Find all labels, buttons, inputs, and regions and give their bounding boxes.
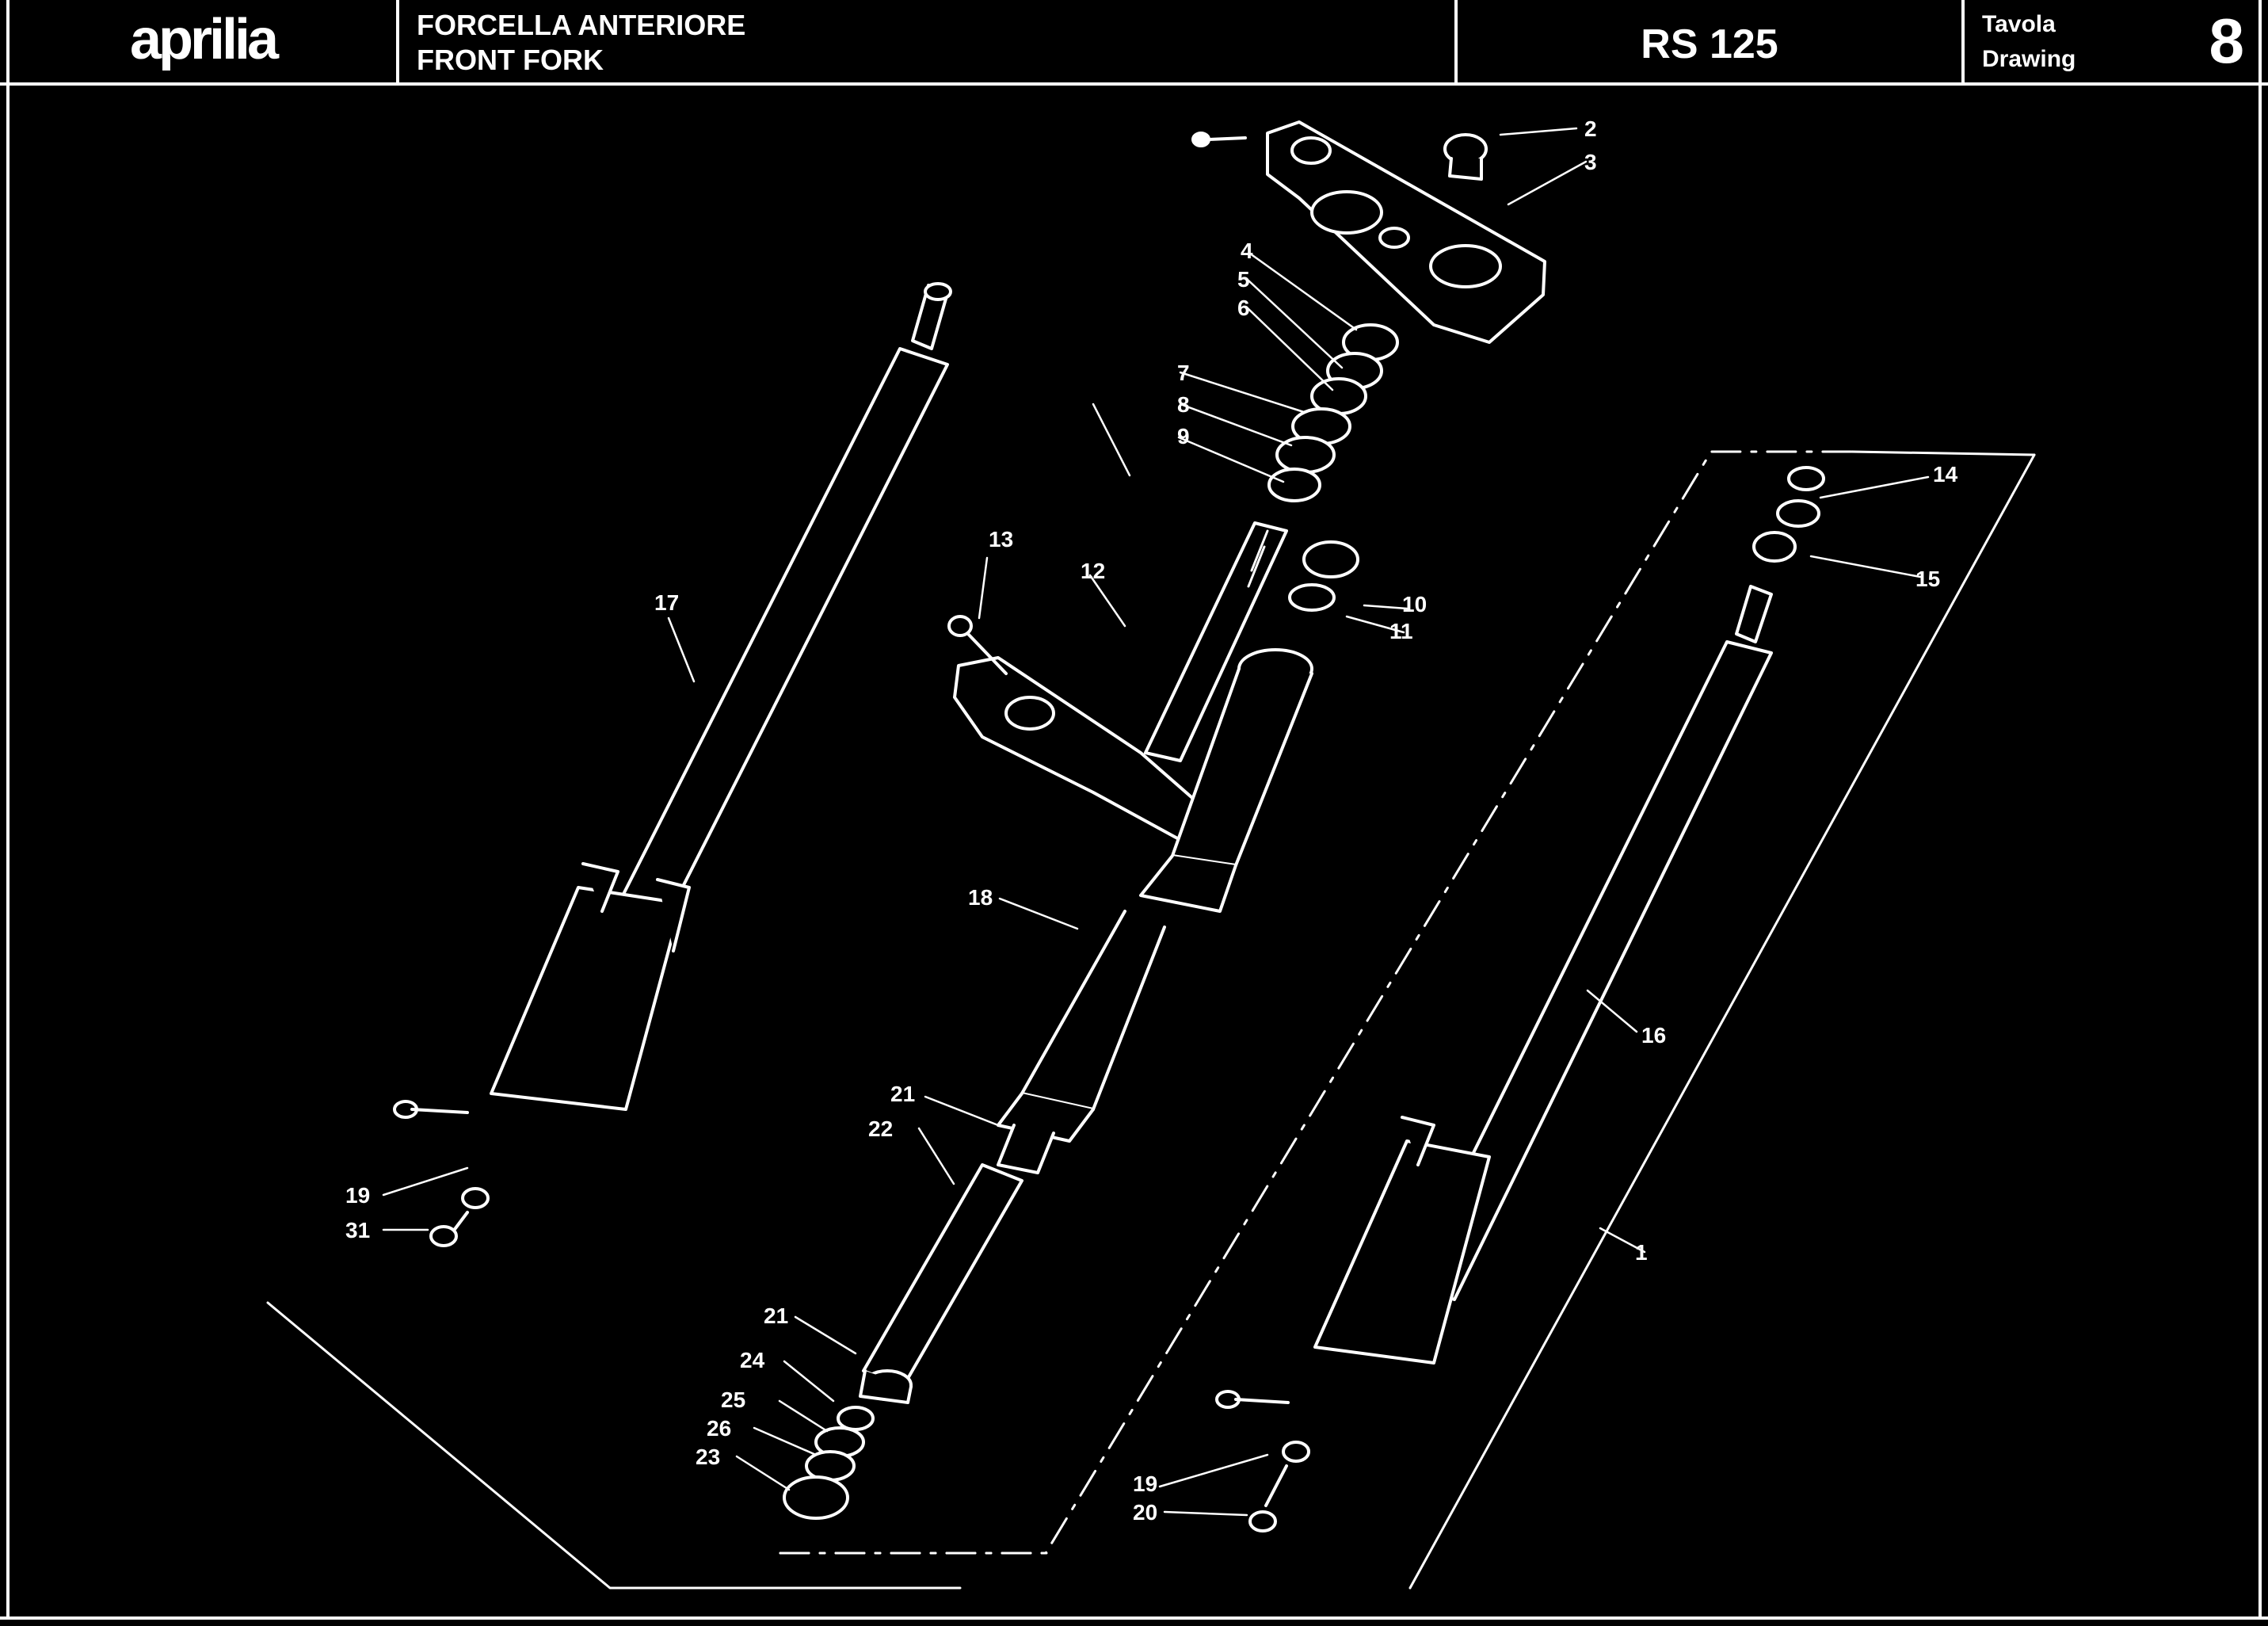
callout-4: 4 — [1241, 239, 1253, 263]
callout-12: 12 — [1081, 559, 1105, 583]
callout-20: 20 — [1133, 1500, 1157, 1525]
callout-5: 5 — [1237, 267, 1250, 292]
drawing-number: 8 — [2209, 6, 2245, 76]
title-italian: FORCELLA ANTERIORE — [417, 9, 746, 41]
callout-13: 13 — [989, 527, 1013, 552]
frame-bottom-border — [0, 1616, 2268, 1620]
damper-rod — [859, 1163, 1023, 1404]
leader-lines — [382, 127, 1930, 1517]
callout-26: 26 — [707, 1416, 731, 1441]
callout-8: 8 — [1177, 392, 1190, 417]
callout-7: 7 — [1177, 361, 1190, 385]
callout-24: 24 — [740, 1348, 765, 1372]
callout-17: 17 — [654, 590, 679, 615]
callout-11: 11 — [1389, 619, 1413, 643]
callout-6: 6 — [1237, 296, 1250, 320]
callout-21-upper: 21 — [890, 1082, 915, 1106]
callout-9: 9 — [1177, 424, 1190, 448]
callout-22: 22 — [868, 1116, 893, 1141]
frame-left-border — [6, 82, 10, 1620]
assembly-outline-right — [779, 450, 2036, 1590]
brand-cell: aprilia — [6, 0, 399, 82]
fork-cap-part — [1752, 466, 1825, 563]
center-fork-tube — [997, 648, 1313, 1174]
callout-31: 31 — [345, 1218, 370, 1242]
callout-2: 2 — [1584, 116, 1597, 141]
bearing-stack — [1267, 323, 1399, 502]
bolt-part — [1191, 132, 1247, 147]
callout-3: 3 — [1584, 150, 1597, 174]
upper-triple-clamp — [1266, 120, 1546, 344]
title-english: FRONT FORK — [417, 44, 604, 76]
callout-labels: 2 3 4 5 6 7 8 9 10 11 12 13 14 15 16 17 … — [345, 116, 1958, 1525]
damper-washers — [783, 1406, 875, 1520]
title-cell: FORCELLA ANTERIORE FRONT FORK — [399, 0, 1458, 82]
callout-10: 10 — [1402, 592, 1427, 616]
drawing-label: Drawing — [1982, 46, 2076, 72]
model-cell: RS 125 — [1458, 0, 1965, 82]
model-name: RS 125 — [1641, 21, 1778, 67]
steering-stem — [1144, 521, 1288, 762]
callout-21-lower: 21 — [764, 1303, 788, 1328]
left-axle-bolt — [393, 1100, 469, 1119]
right-fork-leg — [1248, 585, 1773, 1532]
right-axle-bolt — [1215, 1390, 1290, 1409]
callout-19-left: 19 — [345, 1183, 370, 1208]
frame-right-border — [2258, 82, 2262, 1620]
brand-logo: aprilia — [129, 8, 279, 71]
title-block: aprilia FORCELLA ANTERIORE FRONT FORK RS… — [0, 0, 2268, 86]
callout-14: 14 — [1933, 462, 1958, 487]
clamp-bolt — [947, 615, 1008, 675]
steering-nut-cap — [1443, 133, 1488, 181]
left-fork-leg — [429, 282, 952, 1247]
callout-15: 15 — [1915, 567, 1940, 591]
callout-16: 16 — [1641, 1023, 1666, 1048]
callout-23: 23 — [696, 1445, 720, 1469]
assembly-outline-left — [266, 1301, 962, 1590]
callout-25: 25 — [721, 1387, 745, 1412]
drawing-cell: Tavola Drawing 8 — [1965, 0, 2262, 82]
callout-1: 1 — [1635, 1240, 1648, 1265]
top-cap-part — [1288, 540, 1359, 612]
tavola-label: Tavola — [1982, 11, 2056, 37]
callout-19-right: 19 — [1133, 1471, 1157, 1496]
callout-18: 18 — [968, 885, 993, 910]
